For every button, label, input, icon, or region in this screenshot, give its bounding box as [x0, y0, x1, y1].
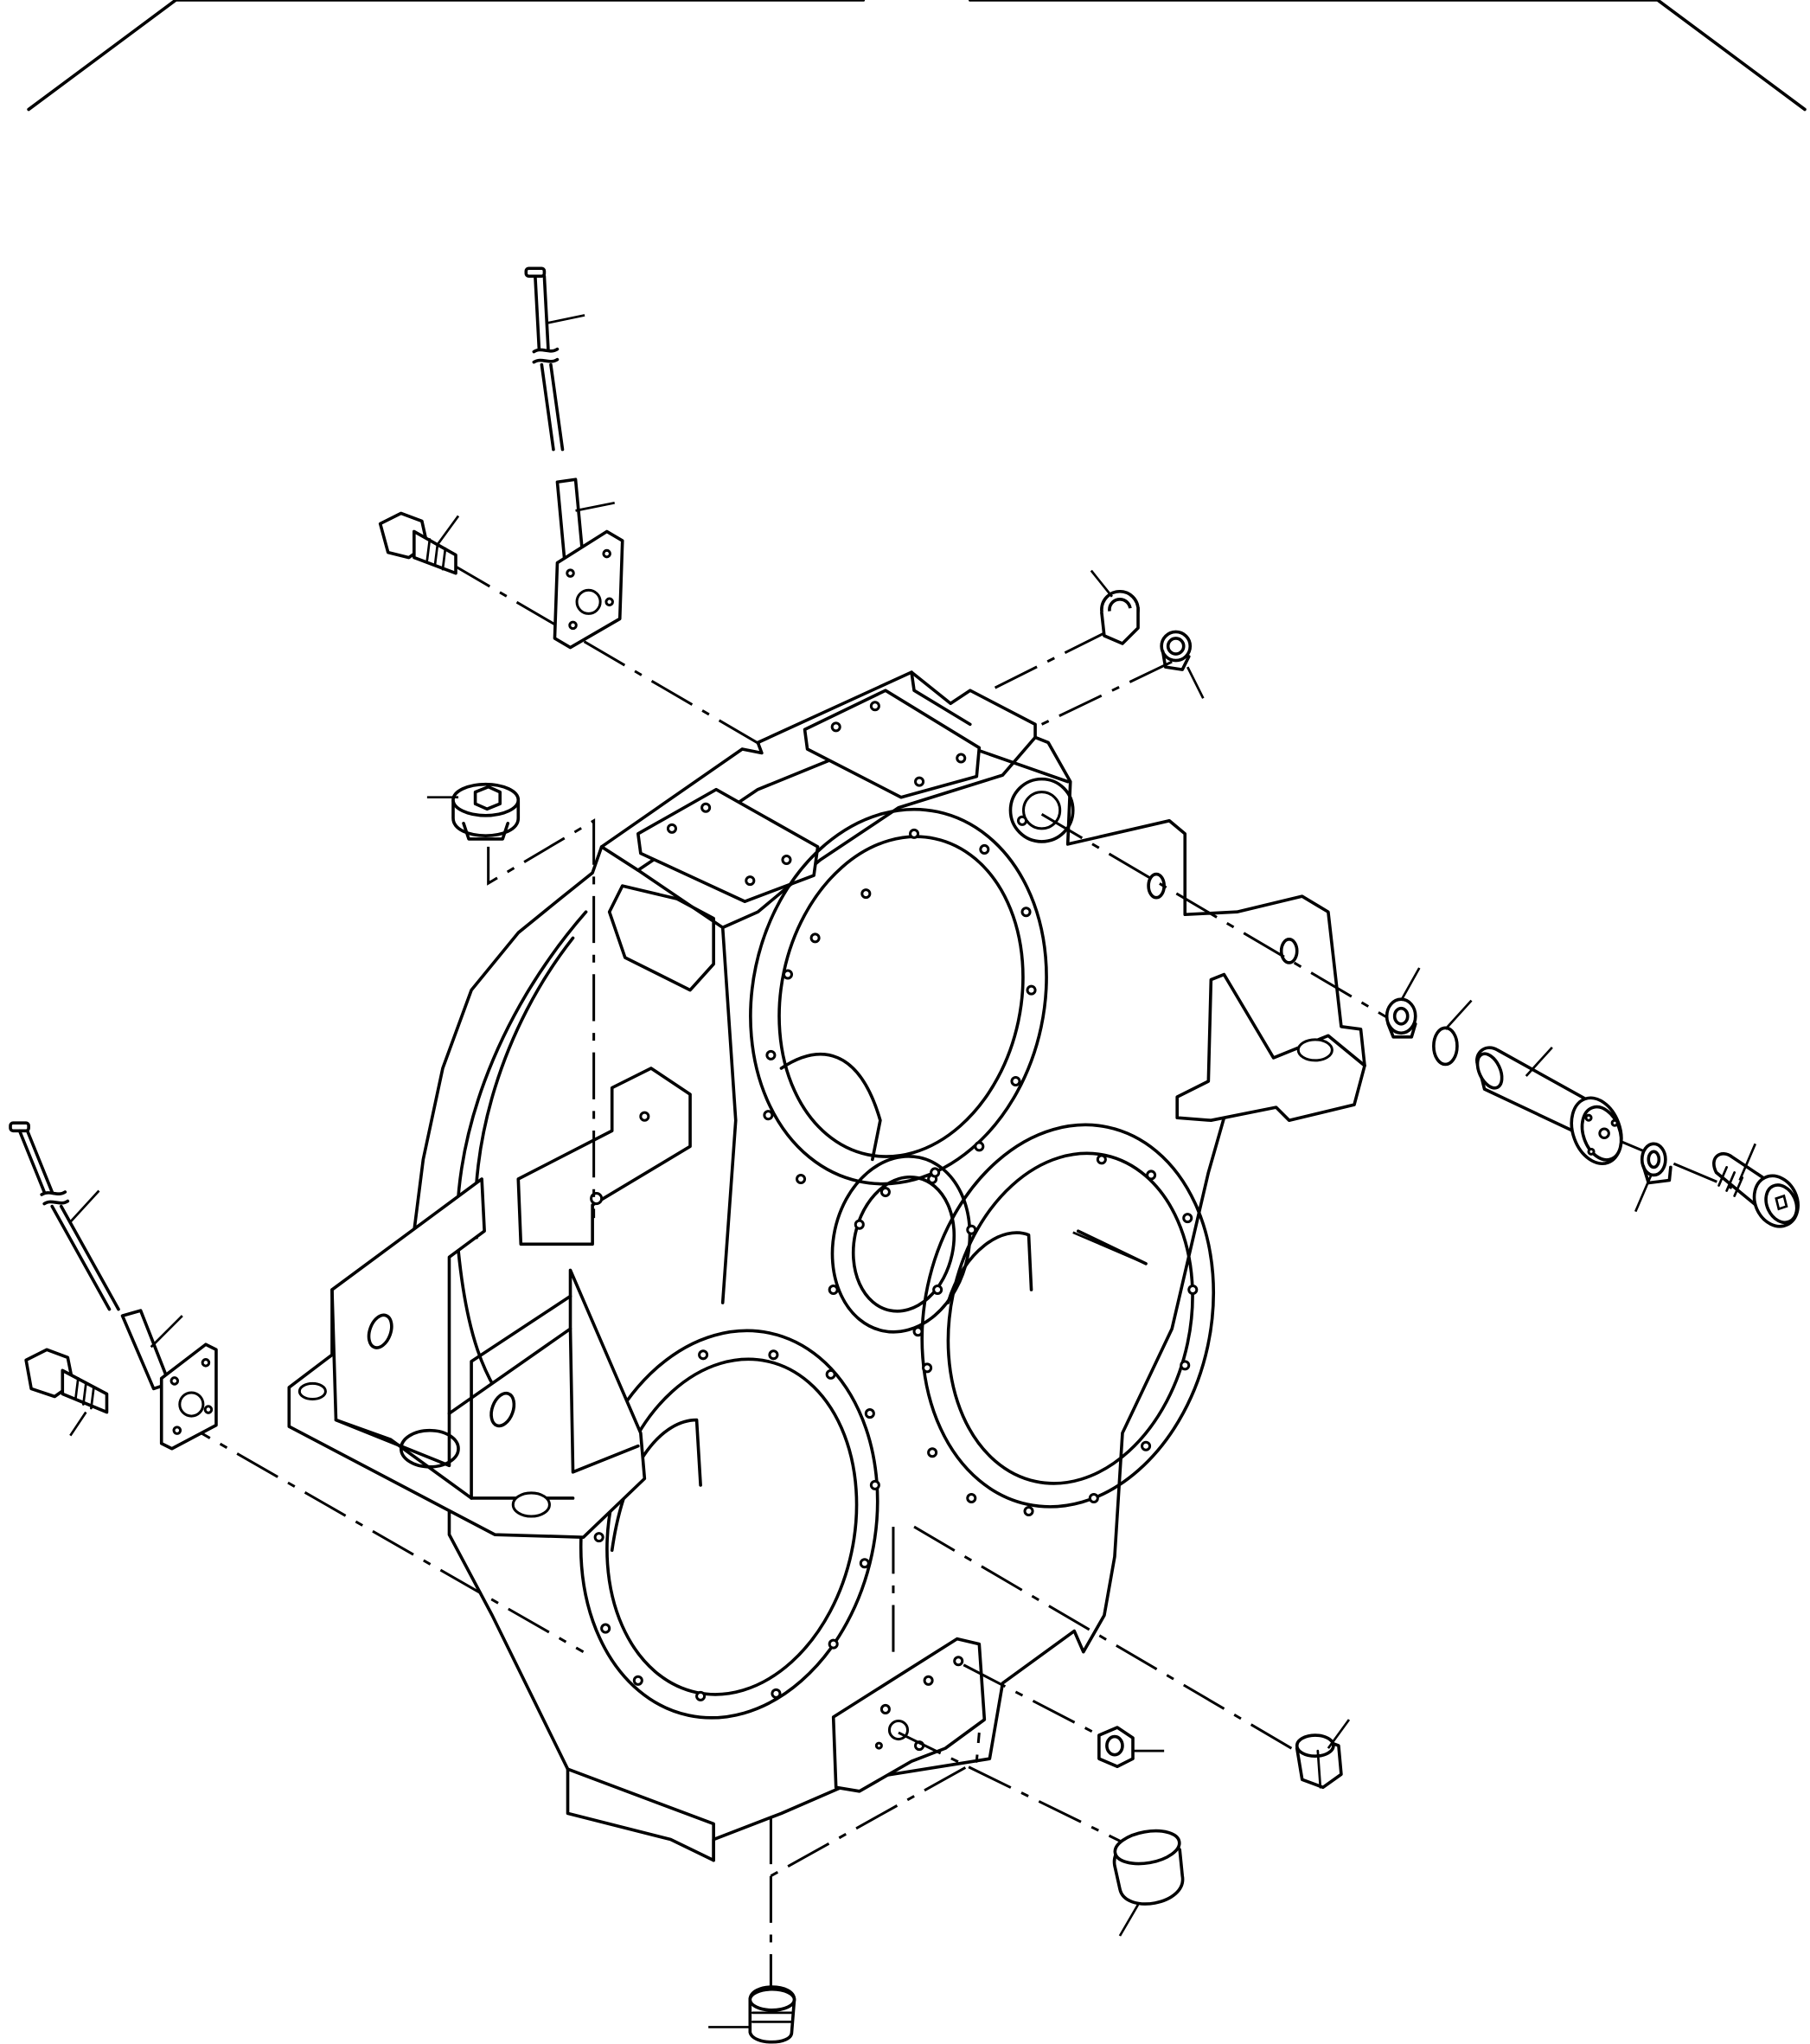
left-bore-holes — [593, 1349, 880, 1701]
hex-bolt-lower — [24, 1348, 109, 1414]
seal-ring — [1385, 997, 1417, 1039]
assembly-centerlines — [169, 561, 1733, 2020]
leader-lines — [69, 314, 1757, 2028]
dipstick-lower — [9, 1121, 120, 1311]
plug-top-small — [1160, 630, 1193, 671]
plug-top-large — [1100, 589, 1140, 645]
upper-bore-holes — [763, 828, 1037, 1198]
socket-cap-screw — [1712, 1152, 1800, 1228]
plug-bottom-small — [1097, 1726, 1135, 1769]
small-plug-right — [1640, 1142, 1672, 1185]
drain-plug-right — [1295, 1733, 1343, 1790]
breather-plug — [451, 782, 521, 841]
hex-bolt-upper — [378, 511, 457, 575]
dipstick-upper — [524, 266, 565, 452]
drain-plug-bottom — [748, 1985, 796, 2044]
o-ring — [1432, 1026, 1459, 1067]
page-frame — [27, 0, 1807, 112]
gearbox-housing — [287, 670, 1366, 1862]
shaft-pin — [1475, 1046, 1623, 1166]
cover-cap — [1113, 1829, 1185, 1906]
right-bore-holes — [922, 1154, 1199, 1517]
tube-flange-upper — [553, 477, 624, 650]
tube-flange-lower — [120, 1309, 218, 1451]
